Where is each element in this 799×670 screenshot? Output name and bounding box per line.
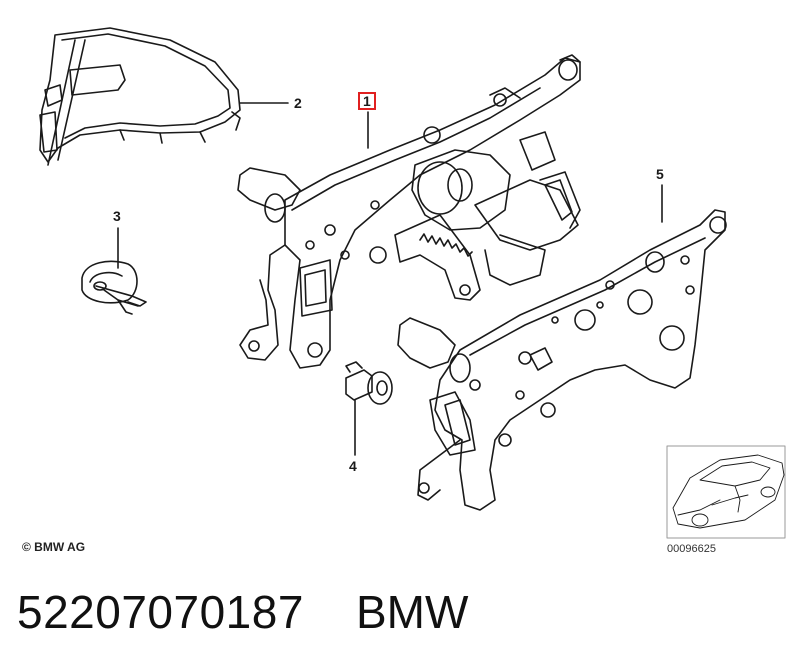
callout-3: 3 bbox=[113, 208, 121, 224]
trim-cover-part-2 bbox=[39, 27, 241, 166]
seat-frame-mechanism-part-1 bbox=[237, 54, 581, 369]
diagram-reference-code: 00096625 bbox=[667, 543, 716, 555]
callout-5: 5 bbox=[656, 166, 664, 182]
callout-4: 4 bbox=[349, 458, 357, 474]
callout-1: 1 bbox=[358, 92, 376, 110]
part-number: 52207070187 bbox=[17, 586, 304, 638]
spring-clip-part-3 bbox=[81, 260, 147, 315]
car-location-thumbnail bbox=[666, 445, 786, 539]
brand-name: BMW bbox=[356, 586, 469, 638]
shoulder-bolt-part-4 bbox=[345, 361, 393, 405]
callout-2: 2 bbox=[294, 95, 302, 111]
copyright-notice: © BMW AG bbox=[22, 540, 86, 554]
seat-frame-bracket-part-5 bbox=[397, 209, 727, 511]
